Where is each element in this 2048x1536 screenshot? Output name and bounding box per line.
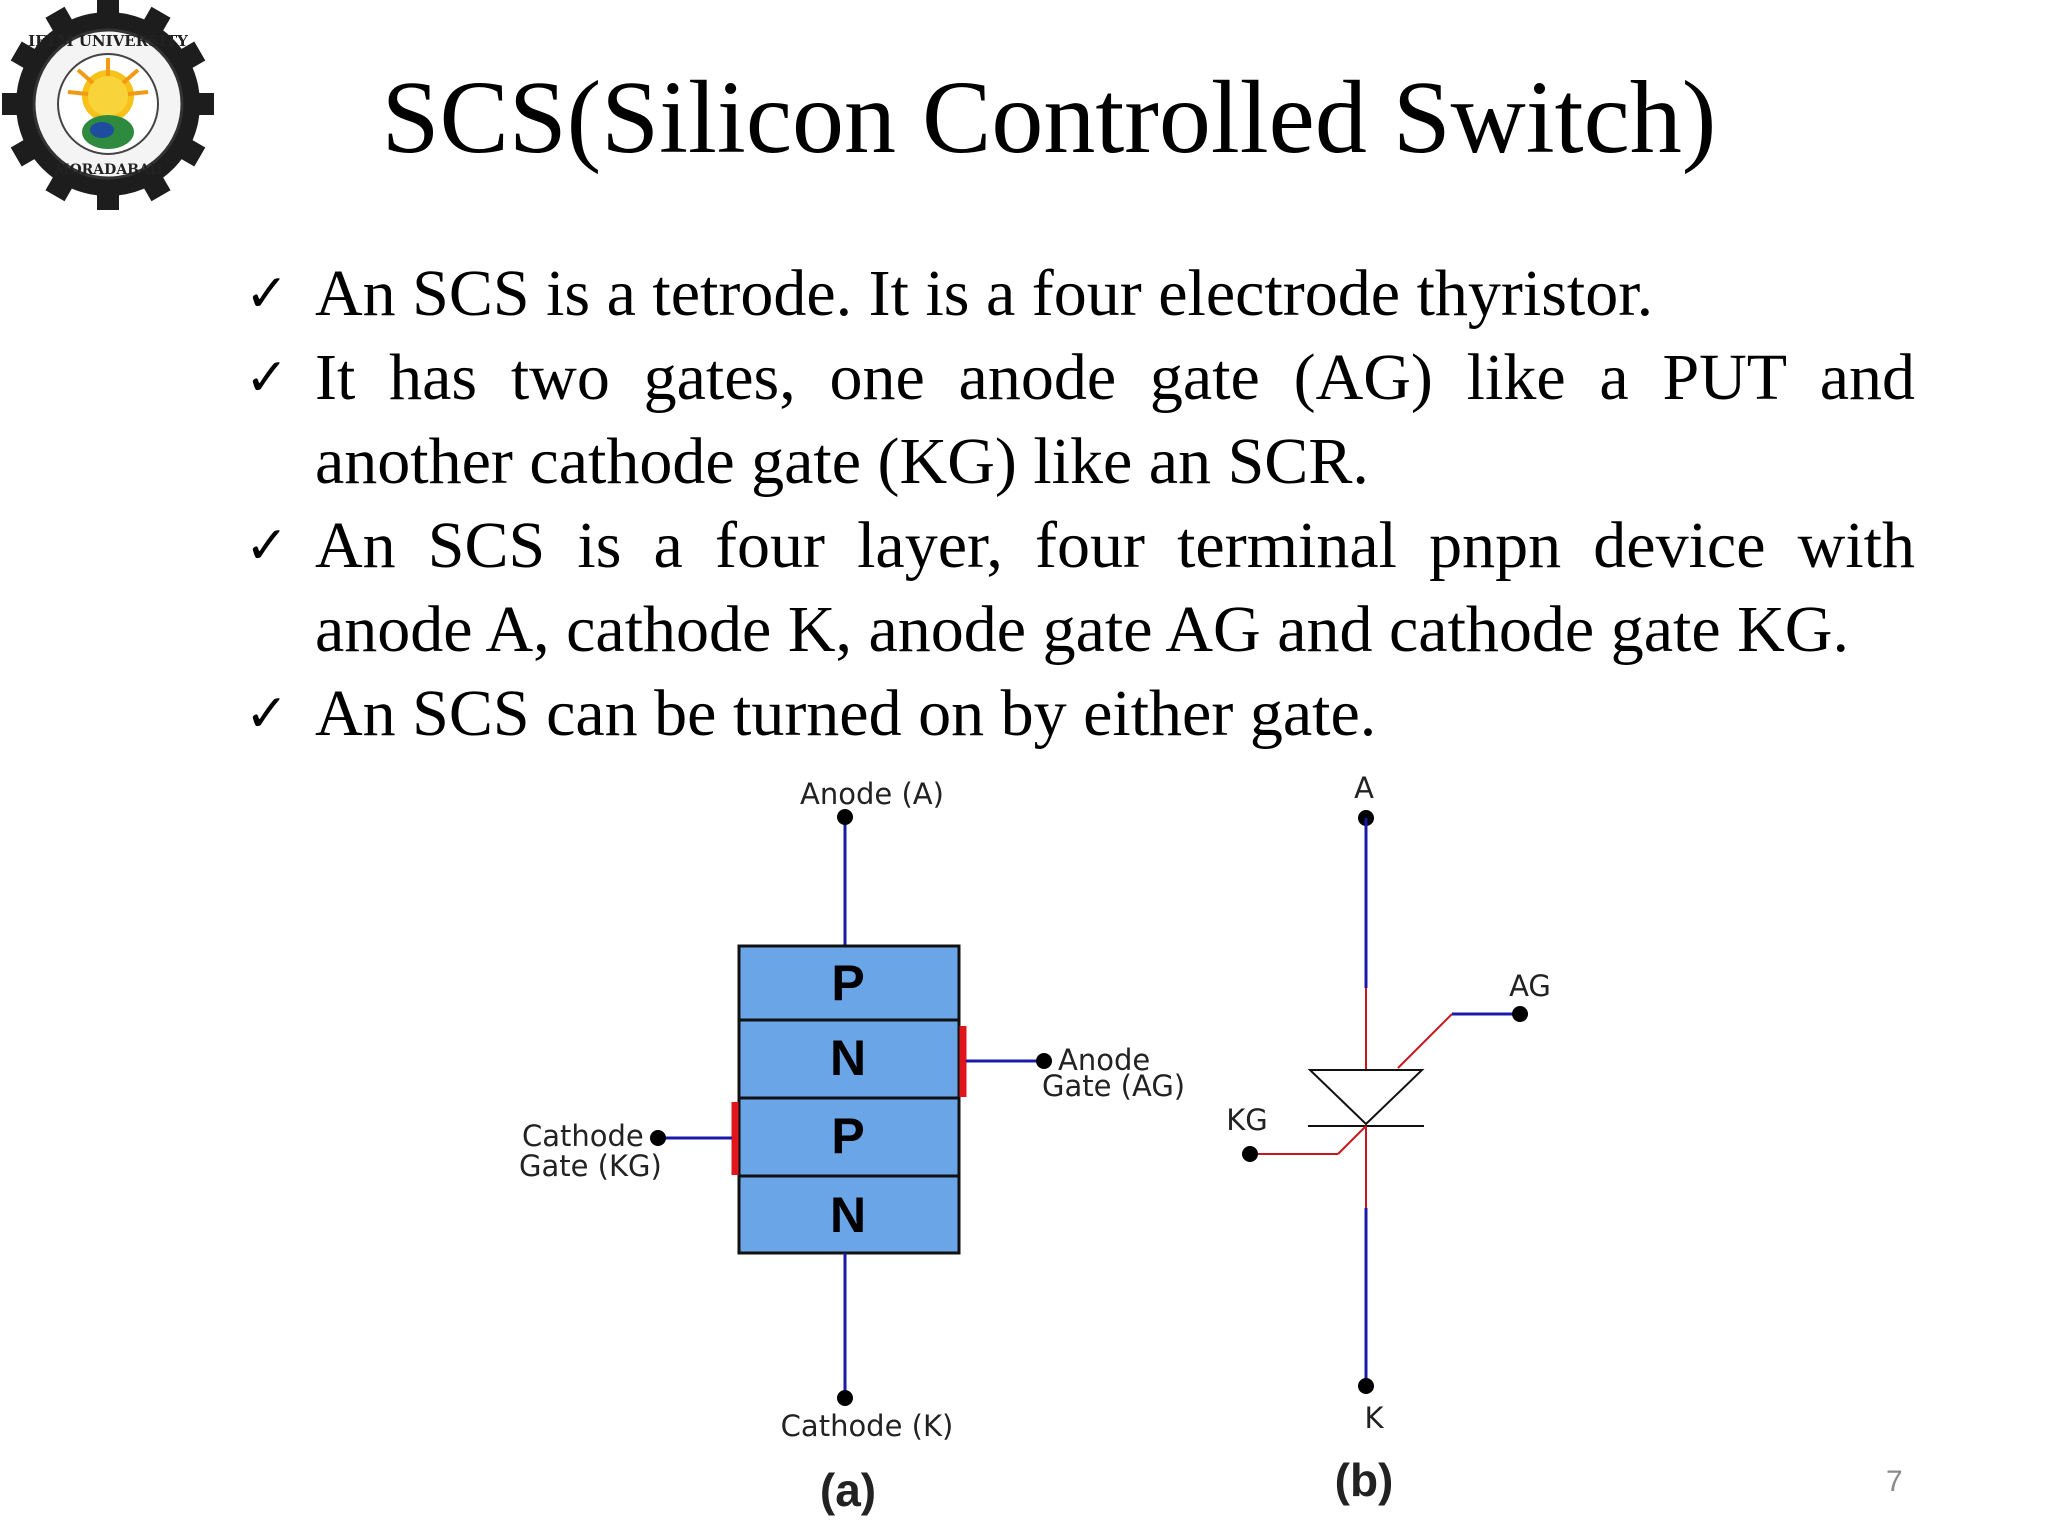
cathode-gate-label-line2: Gate (KG) bbox=[519, 1149, 662, 1183]
cathode-gate-label-line1: Cathode bbox=[522, 1119, 644, 1153]
cathode-gate-terminal bbox=[650, 1130, 666, 1146]
symbol-kg-diag bbox=[1337, 1125, 1367, 1155]
checkmark-icon: ✓ bbox=[245, 684, 289, 744]
symbol-ag-terminal bbox=[1512, 1006, 1528, 1022]
slide-title: SCS(Silicon Controlled Switch) bbox=[381, 60, 1717, 175]
checkmark-icon: ✓ bbox=[245, 516, 289, 576]
symbol-cathode-terminal bbox=[1358, 1378, 1374, 1394]
bullet-text: It has two gates, one anode gate (AG) li… bbox=[315, 341, 1915, 498]
symbol-cathode-label: K bbox=[1364, 1401, 1384, 1435]
circuit-symbol-diagram: A K AG KG (b) bbox=[1226, 771, 1551, 1506]
bullet-item: ✓ It has two gates, one anode gate (AG) … bbox=[245, 336, 1915, 504]
layer-structure-diagram: Anode (A) P N P N Anode Gate (AG) Cathod… bbox=[519, 777, 1185, 1516]
caption-a: (a) bbox=[820, 1464, 876, 1516]
bullet-item: ✓ An SCS is a tetrode. It is a four elec… bbox=[245, 252, 1915, 336]
bullet-list: ✓ An SCS is a tetrode. It is a four elec… bbox=[245, 252, 1915, 756]
caption-b: (b) bbox=[1335, 1454, 1394, 1506]
page-number: 7 bbox=[1886, 1465, 1903, 1498]
bullet-text: An SCS is a four layer, four terminal pn… bbox=[315, 509, 1915, 666]
university-logo: IFTM UNIVERSITY MORADABAD bbox=[2, 0, 214, 210]
symbol-anode-label: A bbox=[1354, 771, 1374, 805]
layer-n1 bbox=[737, 1018, 961, 1100]
checkmark-icon: ✓ bbox=[245, 264, 289, 324]
anode-gate-label-line2: Gate (AG) bbox=[1042, 1069, 1185, 1103]
layer-p1 bbox=[737, 944, 961, 1022]
layer-p2 bbox=[737, 1096, 961, 1178]
gear-icon bbox=[2, 0, 214, 210]
anode-gate-terminal bbox=[1036, 1053, 1052, 1069]
bullet-item: ✓ An SCS can be turned on by either gate… bbox=[245, 672, 1915, 756]
checkmark-icon: ✓ bbox=[245, 348, 289, 408]
anode-terminal bbox=[837, 809, 853, 825]
bullet-text: An SCS can be turned on by either gate. bbox=[315, 677, 1377, 750]
layer-n1-label: N bbox=[830, 1030, 866, 1086]
symbol-ag-diag bbox=[1397, 1013, 1453, 1069]
layer-n2 bbox=[737, 1174, 961, 1255]
cathode-terminal bbox=[837, 1390, 853, 1406]
symbol-ag-label: AG bbox=[1509, 969, 1551, 1003]
cathode-label: Cathode (K) bbox=[781, 1409, 954, 1443]
logo-ring-text-bottom: MORADABAD bbox=[54, 162, 162, 178]
layer-p2-label: P bbox=[831, 1108, 864, 1164]
bullet-item: ✓ An SCS is a four layer, four terminal … bbox=[245, 504, 1915, 672]
anode-label: Anode (A) bbox=[800, 777, 944, 811]
symbol-kg-label: KG bbox=[1226, 1103, 1268, 1137]
logo-ring-text-top: IFTM UNIVERSITY bbox=[28, 32, 188, 50]
layer-n2-label: N bbox=[830, 1187, 866, 1243]
symbol-kg-terminal bbox=[1242, 1146, 1258, 1162]
thyristor-triangle bbox=[1307, 1069, 1425, 1126]
bullet-text: An SCS is a tetrode. It is a four electr… bbox=[315, 257, 1654, 330]
layer-p1-label: P bbox=[831, 955, 864, 1011]
anode-gate-label-line1: Anode bbox=[1058, 1043, 1150, 1077]
